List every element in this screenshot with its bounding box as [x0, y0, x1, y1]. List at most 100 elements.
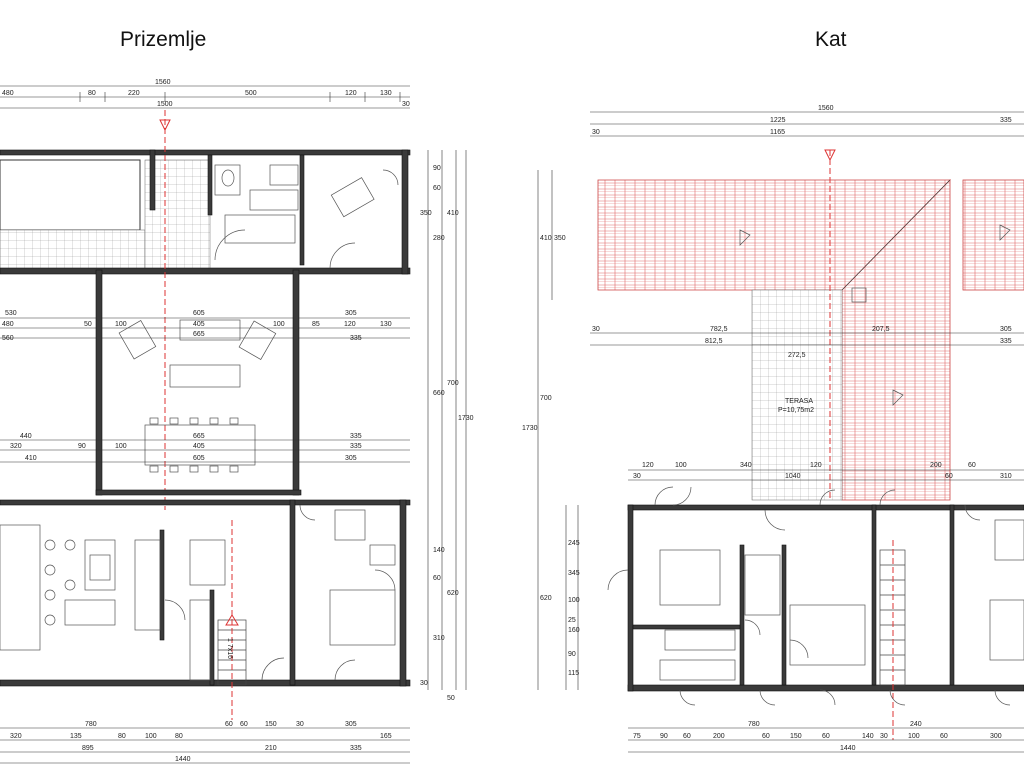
ground-floor-title: Prizemlje	[120, 28, 207, 51]
dim-text: 30	[592, 326, 600, 333]
dim-text: 60	[433, 575, 441, 582]
dim-text: 1500	[157, 101, 173, 108]
terrace-label: TERASA	[785, 398, 813, 405]
dim-text: 780	[748, 721, 760, 728]
dim-text: 410	[447, 210, 459, 217]
dim-text: 80	[175, 733, 183, 740]
dim-text: 1040	[785, 473, 801, 480]
dim-text: 320	[10, 733, 22, 740]
dim-text: 60	[225, 721, 233, 728]
dim-text: 480	[2, 321, 14, 328]
dim-text: 135	[70, 733, 82, 740]
dim-text: 895	[82, 745, 94, 752]
dim-text: 60	[433, 185, 441, 192]
dim-text: 272,5	[788, 352, 806, 359]
dim-text: 130	[380, 90, 392, 97]
dim-text: 405	[193, 321, 205, 328]
dim-text: 782,5	[710, 326, 728, 333]
dim-text: 700	[540, 395, 552, 402]
dim-text: 305	[345, 310, 357, 317]
dim-text: 130	[380, 321, 392, 328]
dim-text: 335	[1000, 338, 1012, 345]
dim-text: 60	[683, 733, 691, 740]
dim-text: 350	[554, 235, 566, 242]
dim-text: 700	[447, 380, 459, 387]
dim-text: 335	[350, 745, 362, 752]
dim-text: 310	[1000, 473, 1012, 480]
dim-text: 812,5	[705, 338, 723, 345]
dim-text: 1560	[155, 79, 171, 86]
dim-text: 100	[273, 321, 285, 328]
dim-text: 1730	[522, 425, 538, 432]
dim-text: 160	[568, 627, 580, 634]
dim-text: 85	[312, 321, 320, 328]
dim-text: 30	[592, 129, 600, 136]
dim-text: 120	[810, 462, 822, 469]
dim-text: 207,5	[872, 326, 890, 333]
dim-text: 30	[402, 101, 410, 108]
dim-text: 60	[762, 733, 770, 740]
dim-text: 340	[740, 462, 752, 469]
dim-text: 220	[128, 90, 140, 97]
upper-floor-title: Kat	[815, 28, 847, 51]
dim-text: 305	[1000, 326, 1012, 333]
dim-text: 100	[115, 443, 127, 450]
dim-text: 345	[568, 570, 580, 577]
dim-text: 30	[633, 473, 641, 480]
dim-text: 140	[862, 733, 874, 740]
dim-text: 30	[420, 680, 428, 687]
dim-text: 1225	[770, 117, 786, 124]
dim-text: 300	[990, 733, 1002, 740]
dim-text: 620	[447, 590, 459, 597]
dim-text: 605	[193, 310, 205, 317]
dim-text: 60	[968, 462, 976, 469]
dim-text: 210	[265, 745, 277, 752]
upper-floor-plan: 1560 1225 1165 335 30 TERASA P=10,75m2 7…	[522, 105, 1024, 753]
dim-text: 665	[193, 433, 205, 440]
dim-text: 165	[380, 733, 392, 740]
dim-text: 90	[568, 651, 576, 658]
dim-text: 1440	[175, 756, 191, 763]
dim-text: 80	[118, 733, 126, 740]
dim-text: 405	[193, 443, 205, 450]
dim-text: 1560	[818, 105, 834, 112]
dim-text: 200	[713, 733, 725, 740]
dim-text: 335	[350, 433, 362, 440]
dim-text: 25	[568, 617, 576, 624]
dim-text: 780	[85, 721, 97, 728]
dim-text: 60	[945, 473, 953, 480]
dim-text: 60	[240, 721, 248, 728]
dim-text: 200	[930, 462, 942, 469]
dim-text: 90	[433, 165, 441, 172]
dim-text: 305	[345, 455, 357, 462]
dim-text: 120	[642, 462, 654, 469]
dim-text: 100	[675, 462, 687, 469]
terrace-area: P=10,75m2	[778, 407, 814, 414]
dim-text: 410	[25, 455, 37, 462]
dim-text: 90	[660, 733, 668, 740]
dim-text: 620	[540, 595, 552, 602]
dim-text: 530	[5, 310, 17, 317]
dim-text: 100	[115, 321, 127, 328]
dim-text: 140	[433, 547, 445, 554]
dim-text: 75	[633, 733, 641, 740]
dim-text: 350	[420, 210, 432, 217]
dim-text: 90	[78, 443, 86, 450]
dim-text: 305	[345, 721, 357, 728]
dim-text: 665	[193, 331, 205, 338]
dim-text: 1440	[840, 745, 856, 752]
dim-text: 560	[2, 335, 14, 342]
dim-text: 100	[568, 597, 580, 604]
dim-text: 335	[1000, 117, 1012, 124]
dim-text: 240	[910, 721, 922, 728]
dim-text: 605	[193, 455, 205, 462]
dim-text: 1165	[770, 129, 785, 136]
dim-text: 410	[540, 235, 552, 242]
dim-text: 115	[568, 670, 579, 677]
dim-text: 440	[20, 433, 32, 440]
dim-text: 320	[10, 443, 22, 450]
ground-floor-plan: 1560 480 80 220 1500 500 120 130 30	[0, 79, 474, 764]
dim-text: 100	[908, 733, 920, 740]
dim-text: 80	[88, 90, 96, 97]
